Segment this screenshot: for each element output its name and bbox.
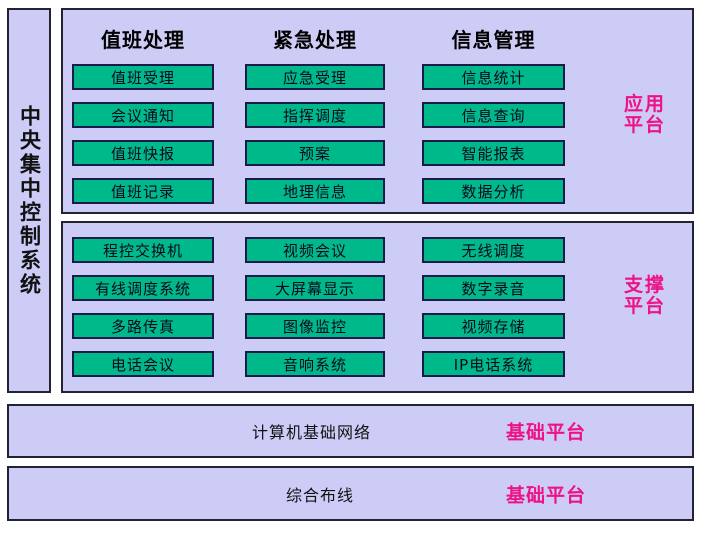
module-chip[interactable]: 会议通知: [72, 102, 214, 128]
structured-cabling-bar: 综合布线 基础平台: [7, 466, 694, 521]
module-chip[interactable]: 无线调度: [422, 237, 565, 263]
module-chip[interactable]: 应急受理: [245, 64, 385, 90]
infrastructure-network-bar: 计算机基础网络 基础平台: [7, 404, 694, 458]
structured-cabling-label: 综合布线: [286, 485, 355, 505]
module-chip[interactable]: 电话会议: [72, 351, 214, 377]
module-chip[interactable]: 数据分析: [422, 178, 565, 204]
module-chip[interactable]: 有线调度系统: [72, 275, 214, 301]
column-header-emergency: 紧急处理: [273, 28, 357, 52]
system-sidebar-label: 中央集中控制系统: [17, 104, 42, 297]
module-chip[interactable]: 地理信息: [245, 178, 385, 204]
module-chip[interactable]: 值班快报: [72, 140, 214, 166]
column-header-information: 信息管理: [451, 28, 536, 52]
infrastructure-network-label: 计算机基础网络: [252, 423, 372, 442]
system-sidebar: 中央集中控制系统: [7, 8, 51, 393]
module-chip[interactable]: 指挥调度: [245, 102, 385, 128]
platform-tag-support: 支撑 平台: [623, 274, 666, 318]
module-chip[interactable]: 大屏幕显示: [245, 275, 385, 301]
module-chip[interactable]: IP电话系统: [422, 351, 565, 377]
platform-tag-structured-cabling: 基础平台: [506, 484, 587, 506]
application-platform-panel: 值班处理 紧急处理 信息管理 值班受理 会议通知 值班快报 值班记录 应急受理 …: [61, 8, 694, 214]
platform-tag-application: 应用 平台: [623, 93, 666, 137]
module-chip[interactable]: 数字录音: [422, 275, 565, 301]
module-chip[interactable]: 视频存储: [422, 313, 565, 339]
module-chip[interactable]: 值班受理: [72, 64, 214, 90]
module-chip[interactable]: 信息查询: [422, 102, 565, 128]
module-chip[interactable]: 预案: [245, 140, 385, 166]
support-platform-panel: 程控交换机 有线调度系统 多路传真 电话会议 视频会议 大屏幕显示 图像监控 音…: [61, 221, 694, 393]
column-header-duty: 值班处理: [101, 28, 185, 52]
module-chip[interactable]: 值班记录: [72, 178, 214, 204]
module-chip[interactable]: 视频会议: [245, 237, 385, 263]
module-chip[interactable]: 音响系统: [245, 351, 385, 377]
module-chip[interactable]: 图像监控: [245, 313, 385, 339]
module-chip[interactable]: 信息统计: [422, 64, 565, 90]
module-chip[interactable]: 智能报表: [422, 140, 565, 166]
module-chip[interactable]: 程控交换机: [72, 237, 214, 263]
module-chip[interactable]: 多路传真: [72, 313, 214, 339]
platform-tag-infrastructure-network: 基础平台: [506, 421, 587, 444]
